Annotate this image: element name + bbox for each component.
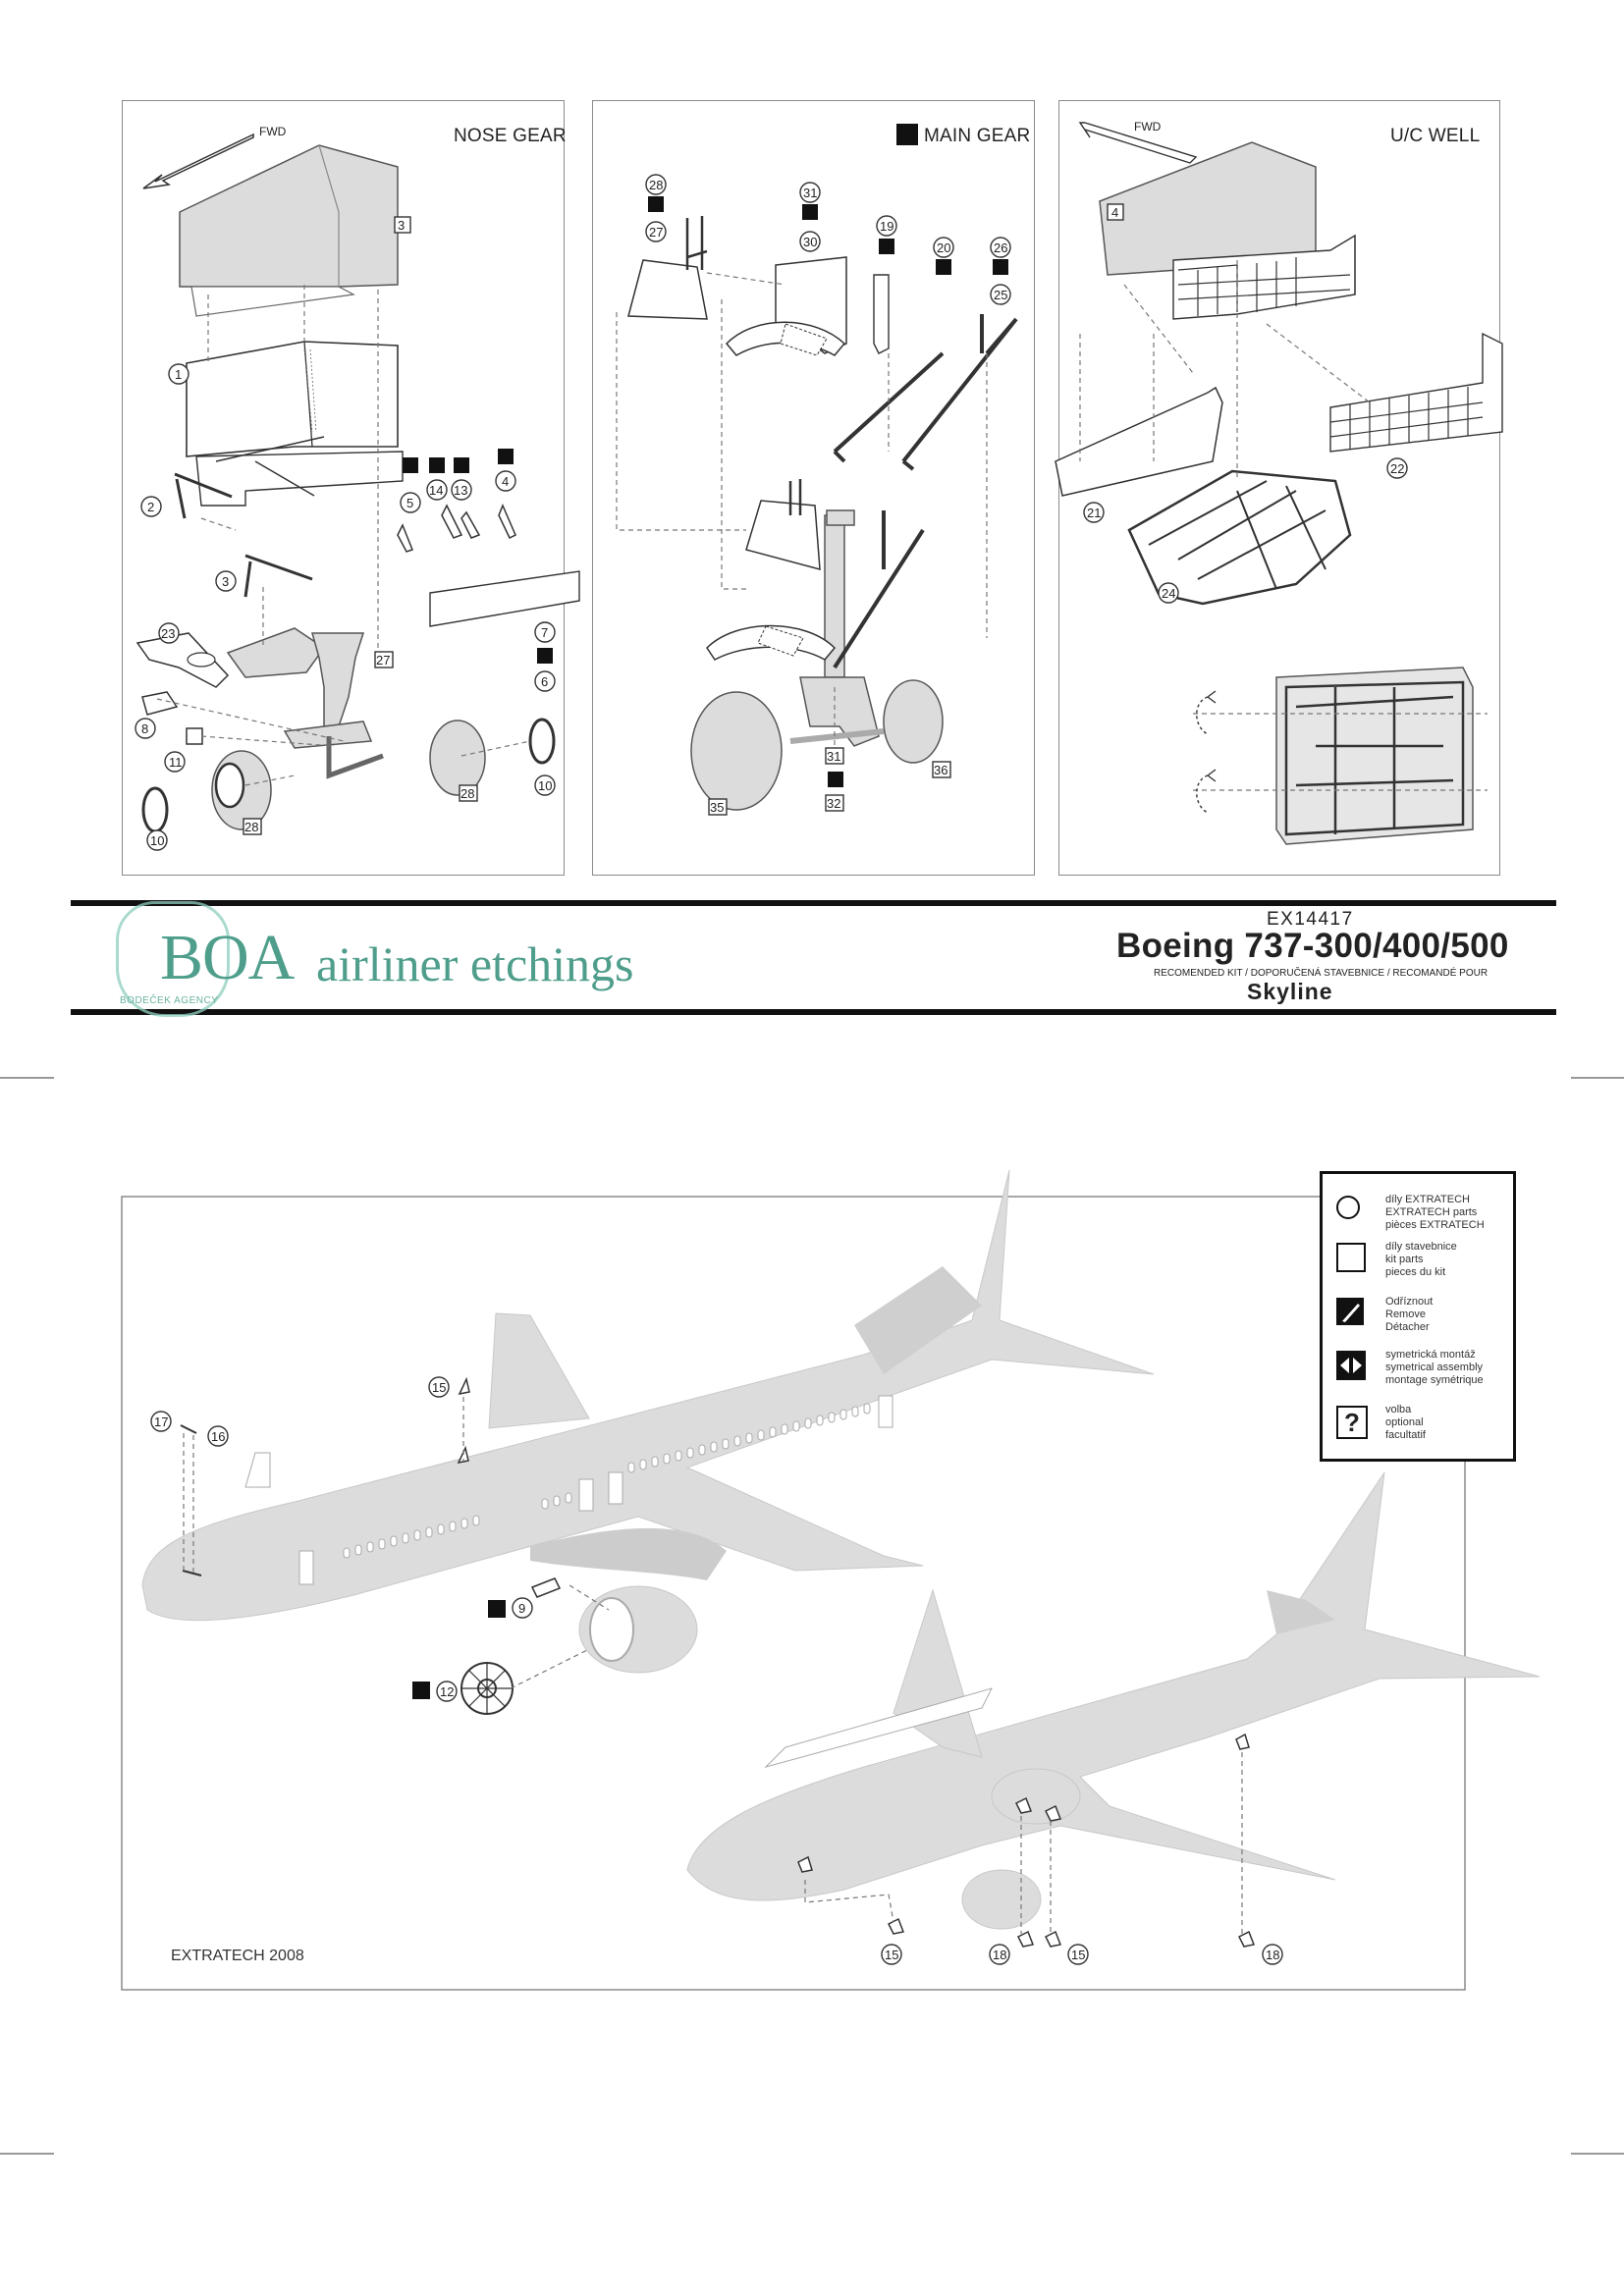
header-rule-top — [71, 900, 1556, 906]
svg-text:26: 26 — [994, 240, 1007, 255]
svg-text:24: 24 — [1162, 586, 1175, 601]
svg-text:5: 5 — [406, 496, 413, 510]
boa-logo-ornament — [116, 901, 230, 1017]
model-title: Boeing 737-300/400/500 — [1116, 927, 1509, 965]
svg-text:15: 15 — [1071, 1948, 1085, 1962]
recommended-kit-label: RECOMENDED KIT / DOPORUČENÁ STAVEBNICE /… — [1154, 968, 1489, 979]
svg-text:12: 12 — [440, 1684, 454, 1699]
product-code: EX14417 — [1267, 909, 1354, 930]
nose-fwd-label: FWD — [259, 125, 287, 138]
svg-text:3: 3 — [222, 574, 229, 589]
svg-text:20: 20 — [937, 240, 950, 255]
svg-text:9: 9 — [518, 1601, 525, 1616]
agency-label: BODEČEK AGENCY — [120, 995, 219, 1006]
svg-text:1: 1 — [175, 367, 182, 382]
svg-text:35: 35 — [710, 800, 724, 815]
svg-text:7: 7 — [541, 625, 548, 640]
svg-text:11: 11 — [169, 755, 183, 770]
nose-gear-title: NOSE GEAR — [454, 126, 567, 146]
svg-text:28: 28 — [244, 820, 258, 834]
svg-text:28: 28 — [460, 786, 474, 801]
svg-text:23: 23 — [161, 626, 175, 641]
square-icon — [1336, 1243, 1366, 1272]
svg-text:2: 2 — [147, 500, 154, 514]
header-rule-bottom — [71, 1009, 1556, 1015]
svg-text:4: 4 — [1111, 205, 1118, 220]
svg-text:10: 10 — [150, 833, 164, 848]
uc-well-title: U/C WELL — [1390, 126, 1481, 146]
knife-icon — [1336, 1298, 1364, 1325]
main-gear-title: MAIN GEAR — [924, 126, 1031, 146]
svg-text:8: 8 — [141, 721, 148, 736]
svg-text:15: 15 — [432, 1380, 446, 1395]
svg-text:10: 10 — [538, 778, 552, 793]
svg-text:30: 30 — [803, 235, 817, 249]
svg-text:31: 31 — [827, 749, 840, 764]
svg-text:13: 13 — [454, 483, 467, 498]
symmetry-markers — [403, 124, 1008, 787]
svg-text:4: 4 — [502, 474, 509, 489]
aircraft-drawing: 15 17 16 9 12 15 18 15 18 — [121, 1169, 1541, 1991]
svg-text:16: 16 — [211, 1429, 225, 1444]
svg-text:28: 28 — [649, 178, 663, 192]
question-icon: ? — [1336, 1406, 1368, 1439]
kit-name: Skyline — [1247, 979, 1333, 1004]
svg-text:18: 18 — [993, 1948, 1006, 1962]
svg-text:31: 31 — [803, 186, 817, 200]
svg-text:36: 36 — [934, 763, 947, 777]
svg-text:27: 27 — [649, 225, 663, 240]
svg-text:21: 21 — [1087, 506, 1101, 520]
brand-logo: BOA — [160, 922, 295, 993]
svg-text:25: 25 — [994, 288, 1007, 302]
fold-mark-left-bottom — [0, 2153, 54, 2155]
svg-text:6: 6 — [541, 674, 548, 689]
copyright-text: EXTRATECH 2008 — [171, 1948, 304, 1964]
fold-mark-left-top — [0, 1077, 54, 1079]
well-fwd-label: FWD — [1134, 120, 1162, 133]
uc-well-drawing — [1055, 122, 1503, 845]
svg-text:22: 22 — [1390, 461, 1404, 476]
fold-mark-right-top — [1571, 1077, 1624, 1079]
svg-text:27: 27 — [376, 653, 390, 667]
fold-mark-right-bottom — [1571, 2153, 1624, 2155]
svg-text:14: 14 — [429, 483, 443, 498]
circle-icon — [1336, 1196, 1360, 1219]
svg-text:18: 18 — [1266, 1948, 1279, 1962]
nose-gear-drawing — [135, 133, 580, 833]
svg-text:17: 17 — [154, 1415, 168, 1429]
brand-tagline: airliner etchings — [316, 936, 634, 991]
svg-text:32: 32 — [827, 796, 840, 811]
callout-markers: 3 1 2 5 14 13 4 3 23 27 7 6 8 11 28 10 1… — [135, 174, 1408, 851]
main-gear-drawing — [616, 216, 1018, 811]
svg-text:15: 15 — [885, 1948, 898, 1962]
svg-text:19: 19 — [880, 219, 893, 234]
callout-3-top: 3 — [398, 218, 405, 233]
symmetry-icon — [1336, 1351, 1366, 1380]
